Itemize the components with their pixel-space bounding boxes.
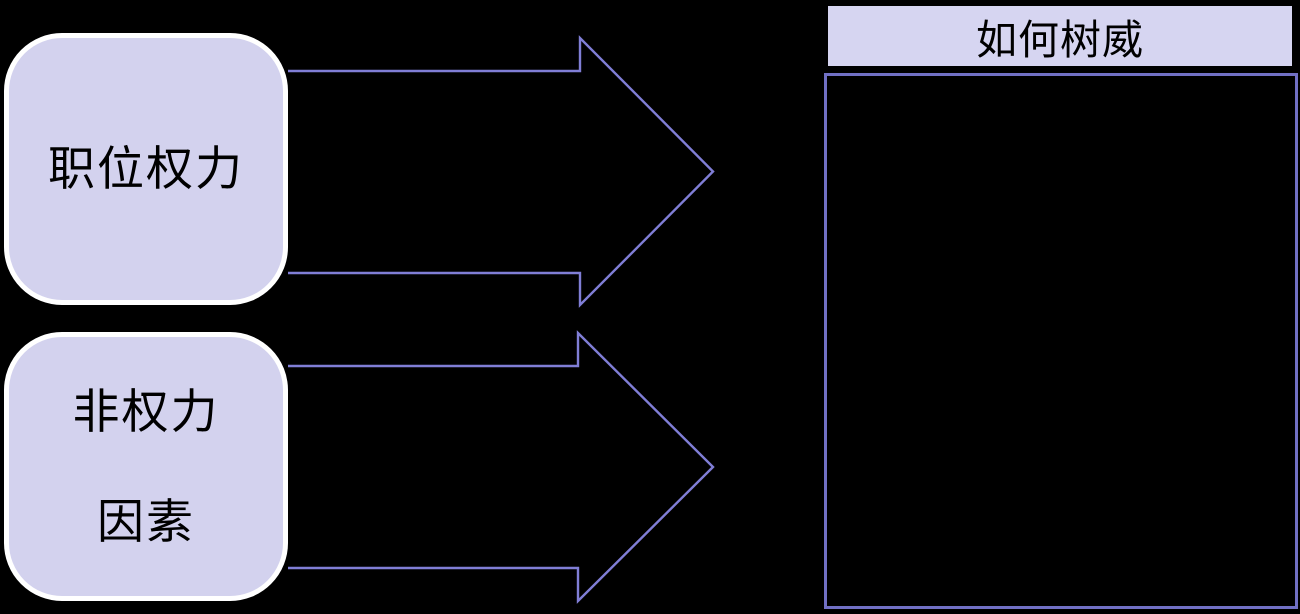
- box-position-power: 职位权力: [4, 33, 288, 305]
- right-arrow-icon-top: [288, 35, 715, 308]
- box-non-power-factors: 非权力 因素: [4, 332, 288, 601]
- box-position-power-label: 职位权力: [48, 142, 244, 195]
- panel-header: 如何树威: [826, 4, 1294, 68]
- right-arrow-icon-bottom: [288, 330, 715, 604]
- box-non-power-factors-label-line1: 非权力: [72, 384, 220, 438]
- box-non-power-factors-label-line2: 因素: [97, 494, 195, 548]
- panel-body: [824, 73, 1298, 609]
- panel-title: 如何树威: [976, 17, 1144, 63]
